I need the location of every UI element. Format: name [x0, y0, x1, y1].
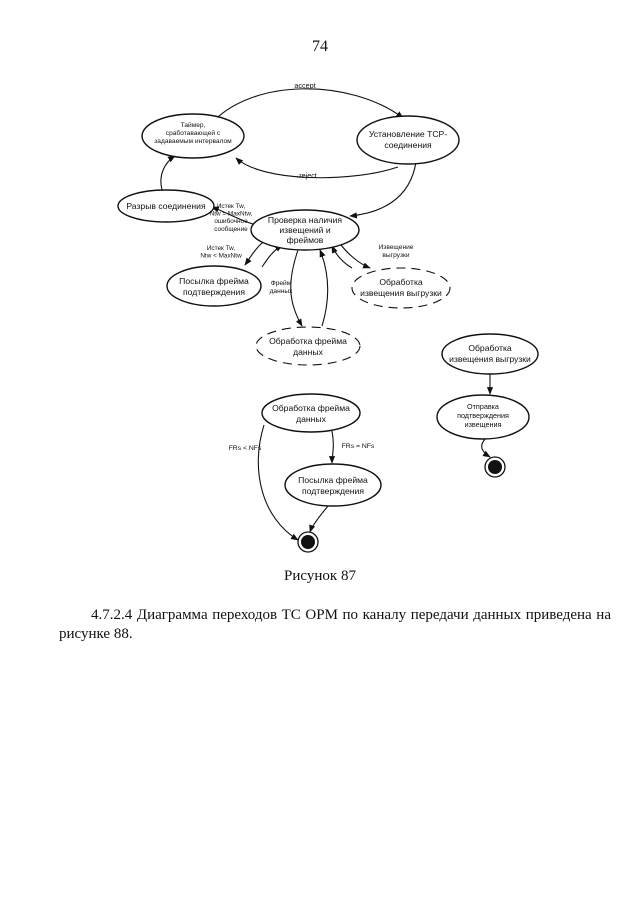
label-line: Ntw = MaxNtw,: [210, 211, 253, 218]
state-send-confirm: [166, 265, 262, 307]
label-line: Обработка: [468, 343, 512, 353]
label-line: выгрузки: [382, 252, 409, 259]
label-line: Разрыв соединения: [126, 201, 206, 211]
reject-arrow: [235, 157, 399, 179]
label-line: фреймов: [287, 235, 324, 245]
label-line: соединения: [384, 140, 432, 150]
label-line: Обработка фрейма: [269, 336, 347, 346]
body-paragraph: 4.7.2.4 Диаграмма переходов ТС ОРМ по ка…: [59, 607, 611, 642]
state-check: [250, 209, 360, 251]
check-to-notice-arrow: [337, 240, 371, 269]
label-line: Обработка: [379, 277, 423, 287]
figure-caption: Рисунок 87: [284, 568, 356, 584]
state-upload-notice-right: [441, 333, 539, 375]
check-to-confirm-arrow: [244, 240, 265, 266]
dataframe-to-final-arrow: [257, 424, 299, 541]
final-state-right: [484, 456, 506, 478]
send-confirm-to-final-arrow-2: [309, 505, 329, 533]
state-disconnect-label: Разрыв соединения: [126, 201, 206, 211]
label-line: извещения выгрузки: [449, 354, 531, 364]
label-frs-equal: FRs = NFs: [342, 443, 375, 450]
state-send-upload-confirm: [436, 394, 530, 440]
label-line: подтверждения: [302, 486, 364, 496]
label-line: сработавающей с: [166, 129, 221, 137]
notice-to-check-arrow: [331, 245, 353, 269]
label-line: Проверка наличия: [268, 215, 342, 225]
label-line: Истек Tw,: [207, 245, 236, 252]
page-number: 74: [312, 38, 328, 55]
send-confirm-to-final-arrow: [481, 437, 491, 458]
label-line: ошибочное: [214, 217, 248, 225]
tcp-to-check-arrow: [349, 161, 417, 219]
label-line: accept: [294, 81, 315, 90]
check-to-dataframe-arrow: [290, 249, 303, 327]
label-line: FRs = NFs: [342, 443, 375, 450]
state-send-confirm-2: [284, 463, 382, 507]
state-tcp-setup: [356, 115, 460, 165]
label-line: Извещение: [379, 244, 414, 251]
label-line: извещений и: [279, 225, 330, 235]
label-line: Посылка фрейма: [179, 276, 249, 286]
state-data-frame-2: [261, 393, 361, 433]
label-line: Посылка фрейма: [298, 475, 368, 485]
final-state-lower: [297, 531, 319, 553]
label-line: данных: [270, 288, 294, 295]
label-tw-expired-less: Истек Tw,Ntw < MaxNtw: [200, 245, 242, 260]
label-line: Фрейм: [271, 279, 292, 287]
state-timer: [141, 113, 245, 159]
label-reject: reject: [299, 171, 317, 180]
label-line: Отправка: [467, 402, 499, 411]
accept-arrow: [209, 88, 404, 126]
label-line: извещения: [465, 420, 502, 429]
disconnect-to-timer-arrow: [160, 155, 176, 191]
label-line: Таймер,: [181, 121, 206, 129]
state-upload-notice-left: [351, 267, 451, 309]
label-line: Установление ТСР-: [369, 129, 447, 139]
label-line: reject: [299, 171, 317, 180]
label-line: извещения выгрузки: [360, 288, 442, 298]
label-line: задаваемым интервалом: [154, 138, 232, 145]
label-line: данных: [293, 347, 323, 357]
dataframe-to-check-arrow: [319, 249, 329, 327]
label-line: данных: [296, 414, 326, 424]
label-accept: accept: [294, 81, 315, 90]
state-tcp-setup-label: Установление ТСР-соединения: [369, 129, 447, 150]
label-line: сообщение: [214, 225, 248, 233]
dataframe-to-send-confirm-arrow: [328, 430, 336, 464]
label-line: FRs < NFs: [229, 445, 262, 452]
label-frs-less: FRs < NFs: [229, 445, 262, 452]
label-line: Истек Tw,: [217, 203, 246, 210]
state-disconnect: [117, 189, 215, 223]
label-line: подтверждения: [457, 411, 509, 420]
label-line: Ntw < MaxNtw: [200, 253, 242, 260]
label-line: подтверждения: [183, 287, 245, 297]
state-data-frame: [255, 326, 361, 366]
label-line: Обработка фрейма: [272, 403, 350, 413]
